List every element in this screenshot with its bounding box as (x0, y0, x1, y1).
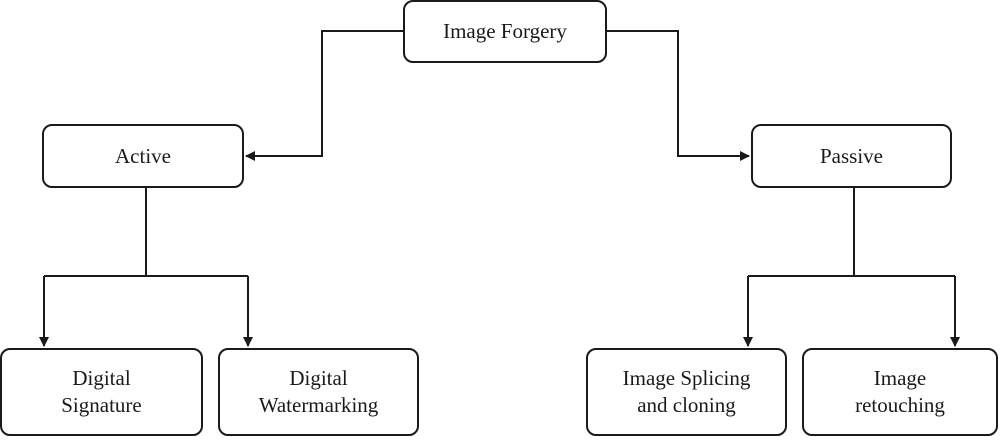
node-image-retouching-line-1: Image (873, 366, 927, 390)
node-image-forgery-label: Image Forgery (443, 19, 567, 43)
node-image-splicing-line-1: Image Splicing (622, 366, 751, 390)
node-digital-watermarking-line-2: Watermarking (258, 393, 379, 417)
node-active-label: Active (115, 143, 171, 168)
node-image-forgery: Image Forgery (403, 0, 607, 63)
node-digital-signature-line-2: Signature (61, 393, 142, 417)
node-image-retouching: Image retouching (802, 348, 998, 436)
node-passive-label: Passive (820, 143, 883, 168)
node-digital-signature-line-1: Digital (72, 366, 131, 390)
node-image-splicing-line-2: and cloning (637, 393, 736, 417)
node-image-splicing: Image Splicing and cloning (586, 348, 787, 436)
node-digital-watermarking-line-1: Digital (289, 366, 348, 390)
node-image-retouching-line-2: retouching (855, 393, 945, 417)
node-digital-watermarking: Digital Watermarking (218, 348, 419, 436)
connector-root-to-active (245, 30, 403, 161)
node-active: Active (42, 124, 244, 188)
node-passive: Passive (751, 124, 952, 188)
connector-root-to-passive (607, 30, 750, 161)
node-digital-signature: Digital Signature (0, 348, 203, 436)
